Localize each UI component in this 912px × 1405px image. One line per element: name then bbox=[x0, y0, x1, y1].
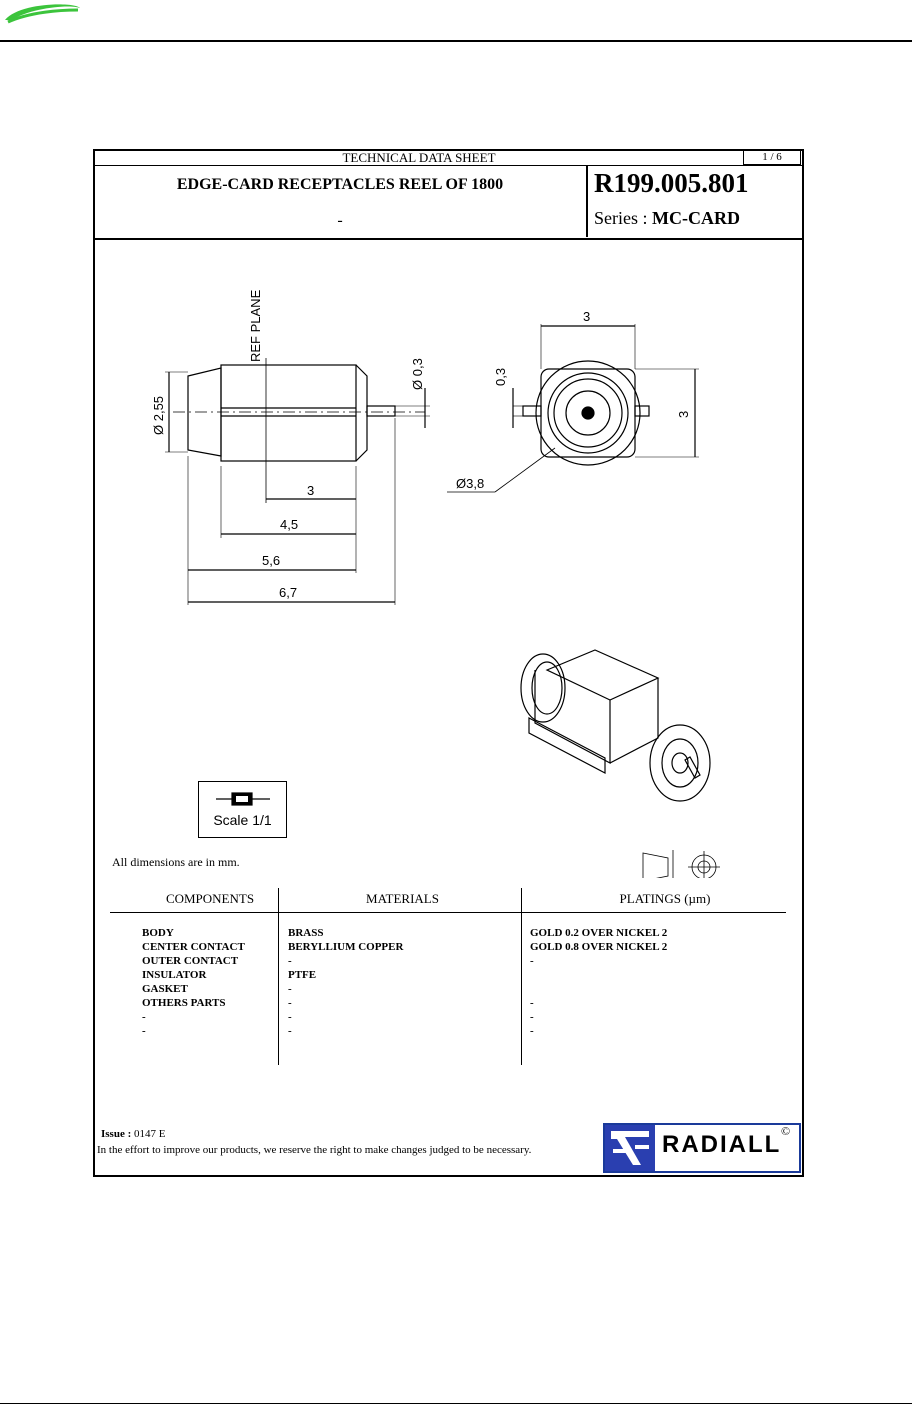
list-item: BERYLLIUM COPPER bbox=[288, 941, 404, 953]
isometric-view bbox=[520, 649, 711, 802]
sheet-title: TECHNICAL DATA SHEET bbox=[95, 150, 743, 166]
technical-drawing: REF PLANE Ø 2,55 Ø 0,3 3 4,5 5,6 6,7 3 3… bbox=[151, 289, 720, 878]
list-item: PTFE bbox=[288, 969, 317, 981]
issue-line: Issue : 0147 E bbox=[101, 1128, 166, 1140]
list-item: GOLD 0.8 OVER NICKEL 2 bbox=[530, 941, 668, 953]
dim-width-3-top: 3 bbox=[583, 309, 590, 324]
list-item: INSULATOR bbox=[142, 969, 207, 981]
side-view bbox=[165, 358, 430, 605]
list-item: GASKET bbox=[142, 983, 188, 995]
brand-name: RADIALL bbox=[662, 1131, 782, 1158]
dim-diameter-2-55: Ø 2,55 bbox=[151, 396, 166, 435]
dim-length-5-6: 5,6 bbox=[262, 553, 280, 568]
dim-length-6-7: 6,7 bbox=[279, 585, 297, 600]
list-item: CENTER CONTACT bbox=[142, 941, 245, 953]
scale-box bbox=[198, 781, 287, 838]
brand-mark: © bbox=[781, 1124, 791, 1138]
issue-value: 0147 E bbox=[134, 1128, 166, 1140]
footer-rule bbox=[0, 1403, 912, 1404]
list-item: OTHERS PARTS bbox=[142, 997, 226, 1009]
list-item bbox=[530, 968, 667, 982]
header-components: COMPONENTS bbox=[165, 891, 255, 906]
table-divider-1 bbox=[278, 888, 279, 1065]
list-item: - bbox=[530, 955, 534, 967]
dim-width-0-3: 0,3 bbox=[493, 368, 508, 386]
page-indicator: 1 / 6 bbox=[743, 150, 801, 165]
list-item: OUTER CONTACT bbox=[142, 955, 239, 967]
platings-column: GOLD 0.2 OVER NICKEL 2 GOLD 0.8 OVER NIC… bbox=[530, 926, 667, 1038]
header-row bbox=[95, 165, 802, 240]
header-divider bbox=[586, 165, 588, 237]
list-item: - bbox=[142, 1011, 146, 1023]
scale-label: Scale 1/1 bbox=[213, 812, 272, 828]
issue-label: Issue : bbox=[101, 1128, 135, 1140]
list-item: - bbox=[288, 983, 292, 995]
dim-length-4-5: 4,5 bbox=[280, 517, 298, 532]
header-rule bbox=[0, 40, 912, 42]
list-item bbox=[530, 982, 667, 996]
part-reference: R199.005.801 bbox=[594, 168, 749, 198]
dim-length-3: 3 bbox=[307, 483, 314, 498]
components-column: BODY CENTER CONTACT OUTER CONTACT INSULA… bbox=[142, 926, 245, 1038]
table-divider-2 bbox=[521, 888, 522, 1065]
header-logo-swoosh-icon bbox=[5, 4, 80, 24]
list-item: - bbox=[530, 997, 534, 1009]
list-item: - bbox=[530, 1011, 534, 1023]
front-view bbox=[447, 324, 699, 493]
connector-scale-icon bbox=[216, 792, 270, 806]
dim-diameter-3-8: Ø3,8 bbox=[456, 476, 484, 491]
list-item: BODY bbox=[142, 927, 174, 939]
list-item: - bbox=[530, 1025, 534, 1037]
radiall-emblem-icon bbox=[605, 1125, 655, 1171]
list-item: GOLD 0.2 OVER NICKEL 2 bbox=[530, 927, 668, 939]
product-title: EDGE-CARD RECEPTACLES REEL OF 1800 bbox=[176, 176, 504, 193]
materials-column: BRASS BERYLLIUM COPPER - PTFE - - - - bbox=[288, 926, 403, 1038]
ref-plane-label: REF PLANE bbox=[248, 289, 263, 362]
list-item: - bbox=[142, 1025, 146, 1037]
series-label: Series : bbox=[594, 208, 652, 228]
projection-symbol-icon bbox=[642, 850, 720, 878]
dim-diameter-0-3: Ø 0,3 bbox=[410, 358, 425, 390]
datasheet-frame bbox=[93, 149, 804, 1177]
product-subtitle: - bbox=[337, 212, 343, 229]
series-line: Series : MC-CARD bbox=[594, 208, 740, 229]
table-header-rule bbox=[110, 912, 786, 913]
list-item: - bbox=[288, 955, 292, 967]
list-item: - bbox=[288, 1011, 292, 1023]
disclaimer-note: In the effort to improve our products, w… bbox=[97, 1144, 532, 1156]
dim-width-3-side: 3 bbox=[676, 411, 691, 418]
list-item: BRASS bbox=[288, 927, 324, 939]
series-value: MC-CARD bbox=[652, 208, 740, 228]
list-item: - bbox=[288, 997, 292, 1009]
header-materials: MATERIALS bbox=[366, 891, 439, 906]
list-item: - bbox=[288, 1025, 292, 1037]
dimensions-note: All dimensions are in mm. bbox=[112, 855, 240, 869]
header-platings: PLATINGS (µm) bbox=[619, 891, 711, 906]
